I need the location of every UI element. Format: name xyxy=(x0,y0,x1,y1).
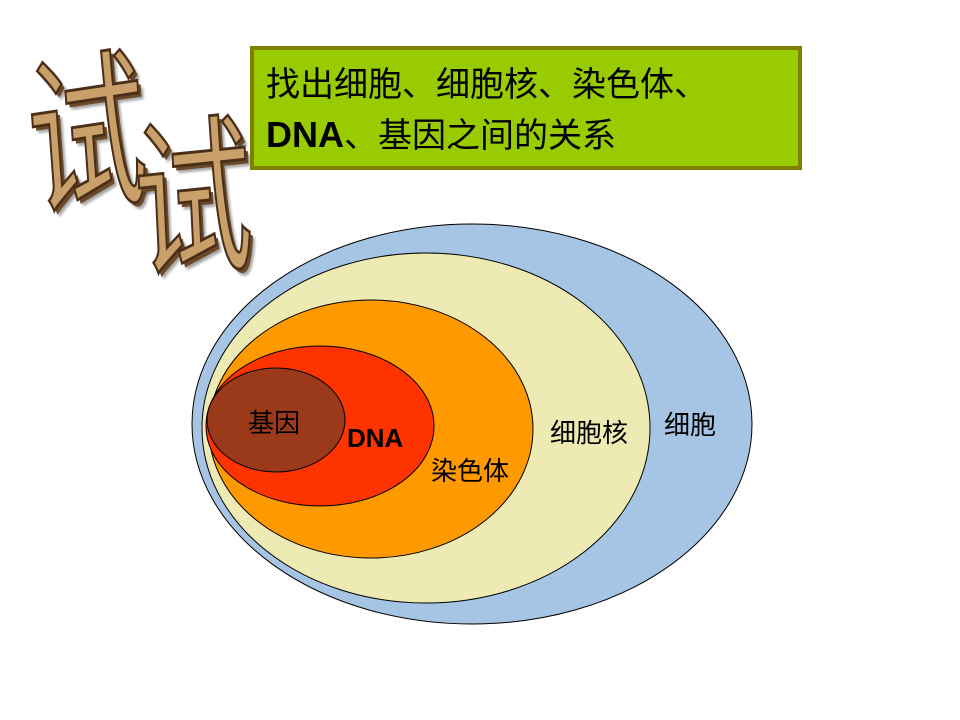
cell-label: 细胞 xyxy=(664,411,716,441)
question-line-2: DNA、基因之间的关系 xyxy=(266,110,786,161)
question-line-2-rest: 、基因之间的关系 xyxy=(344,116,616,156)
nucleus-label: 细胞核 xyxy=(550,419,628,449)
chromosome-label: 染色体 xyxy=(431,457,509,487)
question-line-1: 找出细胞、细胞核、染色体、 xyxy=(266,65,708,105)
question-dna-term: DNA xyxy=(266,114,344,155)
gene-ellipse xyxy=(206,367,346,473)
dna-label: DNA xyxy=(347,423,404,453)
question-box: 找出细胞、细胞核、染色体、 DNA、基因之间的关系 xyxy=(250,46,802,170)
gene-label: 基因 xyxy=(248,409,300,439)
